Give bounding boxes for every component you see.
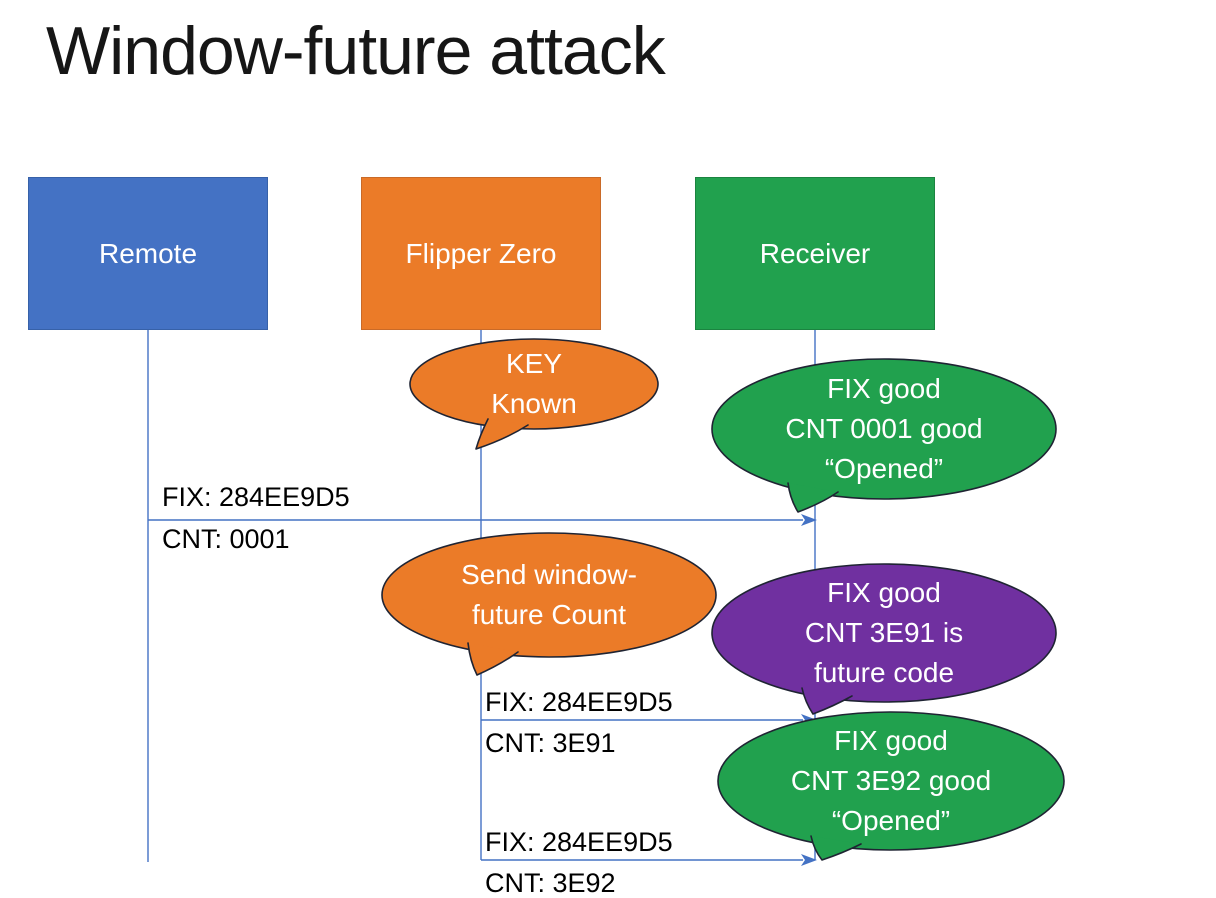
- actor-remote: Remote: [28, 177, 268, 330]
- message1-fix-label: FIX: 284EE9D5: [162, 482, 350, 512]
- bubble-tail: [467, 642, 519, 676]
- arrowhead-1: [801, 514, 817, 526]
- speech-bubble-cnt-3e92-good: FIX good CNT 3E92 good “Opened”: [716, 710, 1066, 866]
- bubble-line: FIX good: [827, 373, 941, 404]
- bubble-ellipse: [409, 338, 659, 430]
- bubble-tail: [787, 482, 839, 513]
- slide-title: Window-future attack: [46, 13, 666, 89]
- bubble-line: Send window-: [461, 559, 637, 590]
- bubble-line: FIX good: [827, 577, 941, 608]
- bubble-ellipse: [381, 532, 717, 658]
- actor-label: Remote: [98, 237, 198, 269]
- bubble-line: “Opened”: [831, 805, 951, 836]
- bubble-line: future Count: [471, 599, 627, 630]
- arrowhead-3: [801, 854, 817, 866]
- message1-cnt-label: CNT: 0001: [162, 524, 290, 554]
- bubble-ellipse: [717, 711, 1065, 851]
- bubble-tail: [801, 687, 853, 715]
- bubble-line: “Opened”: [824, 453, 944, 484]
- speech-bubble-send-window-future: Send window- future Count: [380, 531, 718, 680]
- bubble-line: FIX good: [834, 725, 948, 756]
- bubble-line: KEY: [505, 348, 563, 379]
- bubble-line: Known: [491, 388, 577, 419]
- bubble-line: CNT 3E92 good: [790, 765, 992, 796]
- bubble-line: future code: [813, 657, 955, 688]
- message3-fix-label: FIX: 284EE9D5: [485, 827, 673, 857]
- actor-flipper-zero: Flipper Zero: [361, 177, 601, 330]
- speech-bubble-cnt-3e91-future: FIX good CNT 3E91 is future code: [710, 562, 1058, 720]
- bubble-tail: [475, 418, 529, 450]
- message2-fix-label: FIX: 284EE9D5: [485, 687, 673, 717]
- bubble-tail: [810, 835, 862, 861]
- message2-cnt-label: CNT: 3E91: [485, 728, 616, 758]
- bubble-ellipse: [711, 358, 1057, 500]
- bubble-line: CNT 3E91 is: [804, 617, 964, 648]
- bubble-line: CNT 0001 good: [785, 413, 983, 444]
- speech-bubble-cnt-0001-good: FIX good CNT 0001 good “Opened”: [710, 357, 1058, 517]
- message3-cnt-label: CNT: 3E92: [485, 868, 616, 898]
- actor-receiver: Receiver: [695, 177, 935, 330]
- speech-bubble-key-known: KEY Known: [408, 337, 660, 455]
- bubble-ellipse: [711, 563, 1057, 703]
- actor-label: Flipper Zero: [405, 237, 557, 269]
- actor-label: Receiver: [759, 237, 871, 269]
